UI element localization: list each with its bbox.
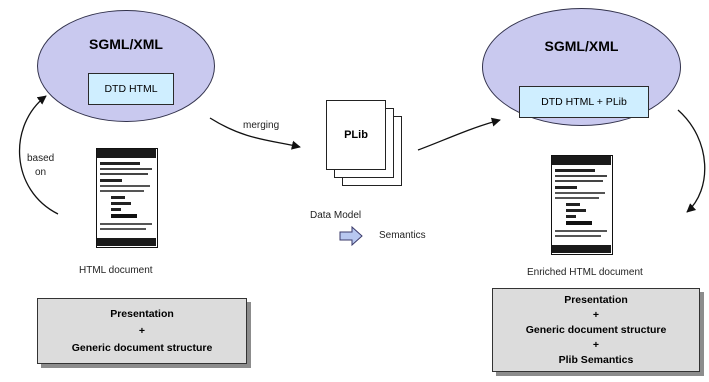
plib-page-front: PLib — [326, 100, 386, 170]
left-description-line: Generic document structure — [71, 341, 213, 354]
html-document-caption: HTML document — [79, 265, 153, 276]
plib-to-schema-arrow — [417, 117, 501, 151]
based-on-arrow — [18, 95, 59, 215]
data-model-label: Data Model — [310, 210, 362, 221]
enriched-document-icon — [551, 155, 613, 255]
right-description-line: + — [592, 338, 600, 351]
document-content-icon — [552, 156, 611, 253]
left-description-line: Presentation — [110, 307, 174, 320]
plib-label: PLib — [344, 129, 368, 141]
right-description-line: Plib Semantics — [558, 353, 634, 366]
right-description-line: Presentation — [564, 293, 628, 306]
semantics-label: Semantics — [379, 230, 426, 241]
merging-label: merging — [243, 120, 280, 131]
html-document-icon — [96, 148, 158, 248]
semantics-arrow-icon — [339, 225, 363, 247]
schema-to-document-arrow — [677, 109, 706, 213]
enriched-document-caption: Enriched HTML document — [527, 267, 643, 278]
merging-arrow — [209, 117, 301, 150]
left-dtd-box: DTD HTML — [88, 73, 174, 105]
left-schema-title: SGML/XML — [89, 36, 163, 52]
left-description-box: Presentation + Generic document structur… — [37, 298, 247, 364]
document-content-icon — [97, 149, 156, 246]
based-on-label-line2: on — [35, 167, 47, 178]
right-description-box: Presentation + Generic document structur… — [492, 288, 700, 372]
right-dtd-box: DTD HTML + PLib — [519, 86, 649, 118]
left-schema-ellipse — [37, 10, 215, 122]
left-description-line: + — [138, 324, 146, 337]
right-description-line: Generic document structure — [525, 323, 667, 336]
right-description-line: + — [592, 308, 600, 321]
based-on-label-line1: based — [27, 153, 55, 164]
right-schema-title: SGML/XML — [544, 38, 619, 54]
